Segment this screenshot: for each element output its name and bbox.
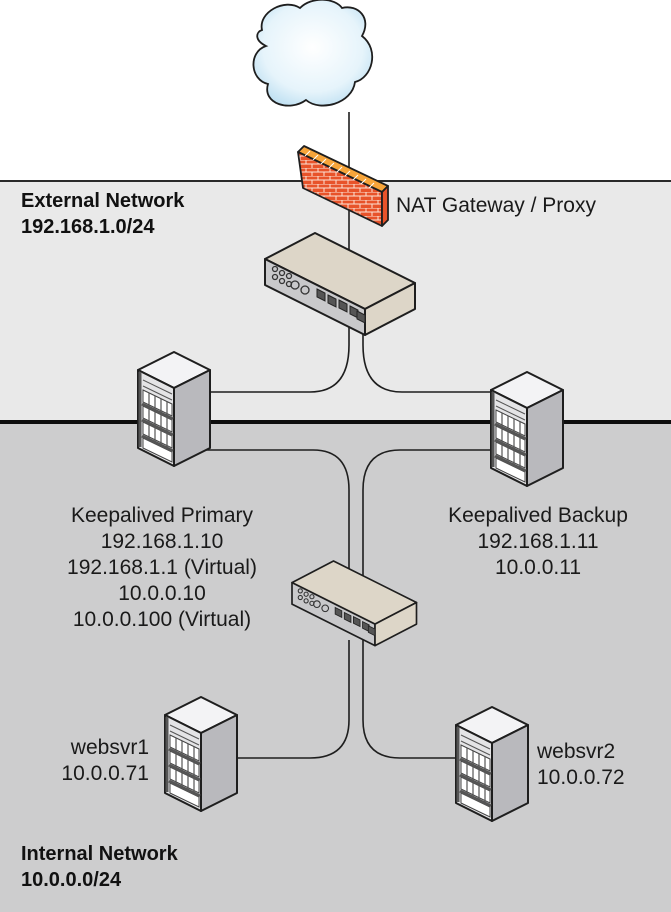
primary-ip: 192.168.1.10	[100, 530, 224, 553]
websvr1-ip: 10.0.0.71	[61, 762, 149, 785]
external-network-subnet: 192.168.1.0/24	[21, 216, 155, 238]
external-network-name: External Network	[21, 190, 185, 212]
primary-label: Keepalived Primary 192.168.1.10 192.168.…	[32, 503, 292, 633]
websvr1-label: websvr1 10.0.0.71	[20, 735, 149, 787]
websvr1-name: websvr1	[70, 736, 149, 759]
primary-internal-ip: 10.0.0.10	[118, 582, 206, 605]
backup-server-icon	[489, 370, 565, 488]
external-network-label: External Network 192.168.1.0/24	[21, 188, 184, 240]
cable-primary-to-int-switch	[205, 449, 350, 590]
primary-virtual-ip-external: 192.168.1.1 (Virtual)	[67, 556, 257, 579]
cable-int-switch-to-websvr2	[362, 640, 456, 759]
backup-internal-ip: 10.0.0.11	[494, 556, 582, 579]
primary-name: Keepalived Primary	[70, 504, 254, 527]
websvr2-label: websvr2 10.0.0.72	[537, 739, 625, 791]
backup-label: Keepalived Backup 192.168.1.11 10.0.0.11	[418, 503, 658, 581]
backup-ip: 192.168.1.11	[477, 530, 599, 553]
internal-network-name: Internal Network	[21, 843, 178, 865]
primary-virtual-ip-internal: 10.0.0.100 (Virtual)	[72, 608, 252, 631]
internal-network-zone	[0, 420, 671, 912]
external-switch-icon	[264, 232, 416, 336]
internal-network-subnet: 10.0.0.0/24	[21, 869, 122, 891]
cable-int-switch-to-websvr1	[235, 640, 350, 759]
cloud-icon	[252, 0, 373, 107]
primary-server-icon	[136, 350, 212, 468]
websvr2-name: websvr2	[537, 740, 616, 763]
websvr2-ip: 10.0.0.72	[537, 766, 625, 789]
cable-backup-to-int-switch	[362, 449, 495, 590]
internal-network-label: Internal Network 10.0.0.0/24	[21, 841, 178, 893]
internal-switch-icon	[291, 560, 418, 647]
backup-name: Keepalived Backup	[448, 504, 628, 527]
websvr1-server-icon	[163, 695, 239, 813]
firewall-icon	[297, 145, 389, 227]
cable-switch-to-backup	[362, 300, 495, 393]
cable-switch-to-primary	[205, 300, 350, 393]
websvr2-server-icon	[454, 705, 530, 823]
gateway-label: NAT Gateway / Proxy	[396, 194, 596, 217]
